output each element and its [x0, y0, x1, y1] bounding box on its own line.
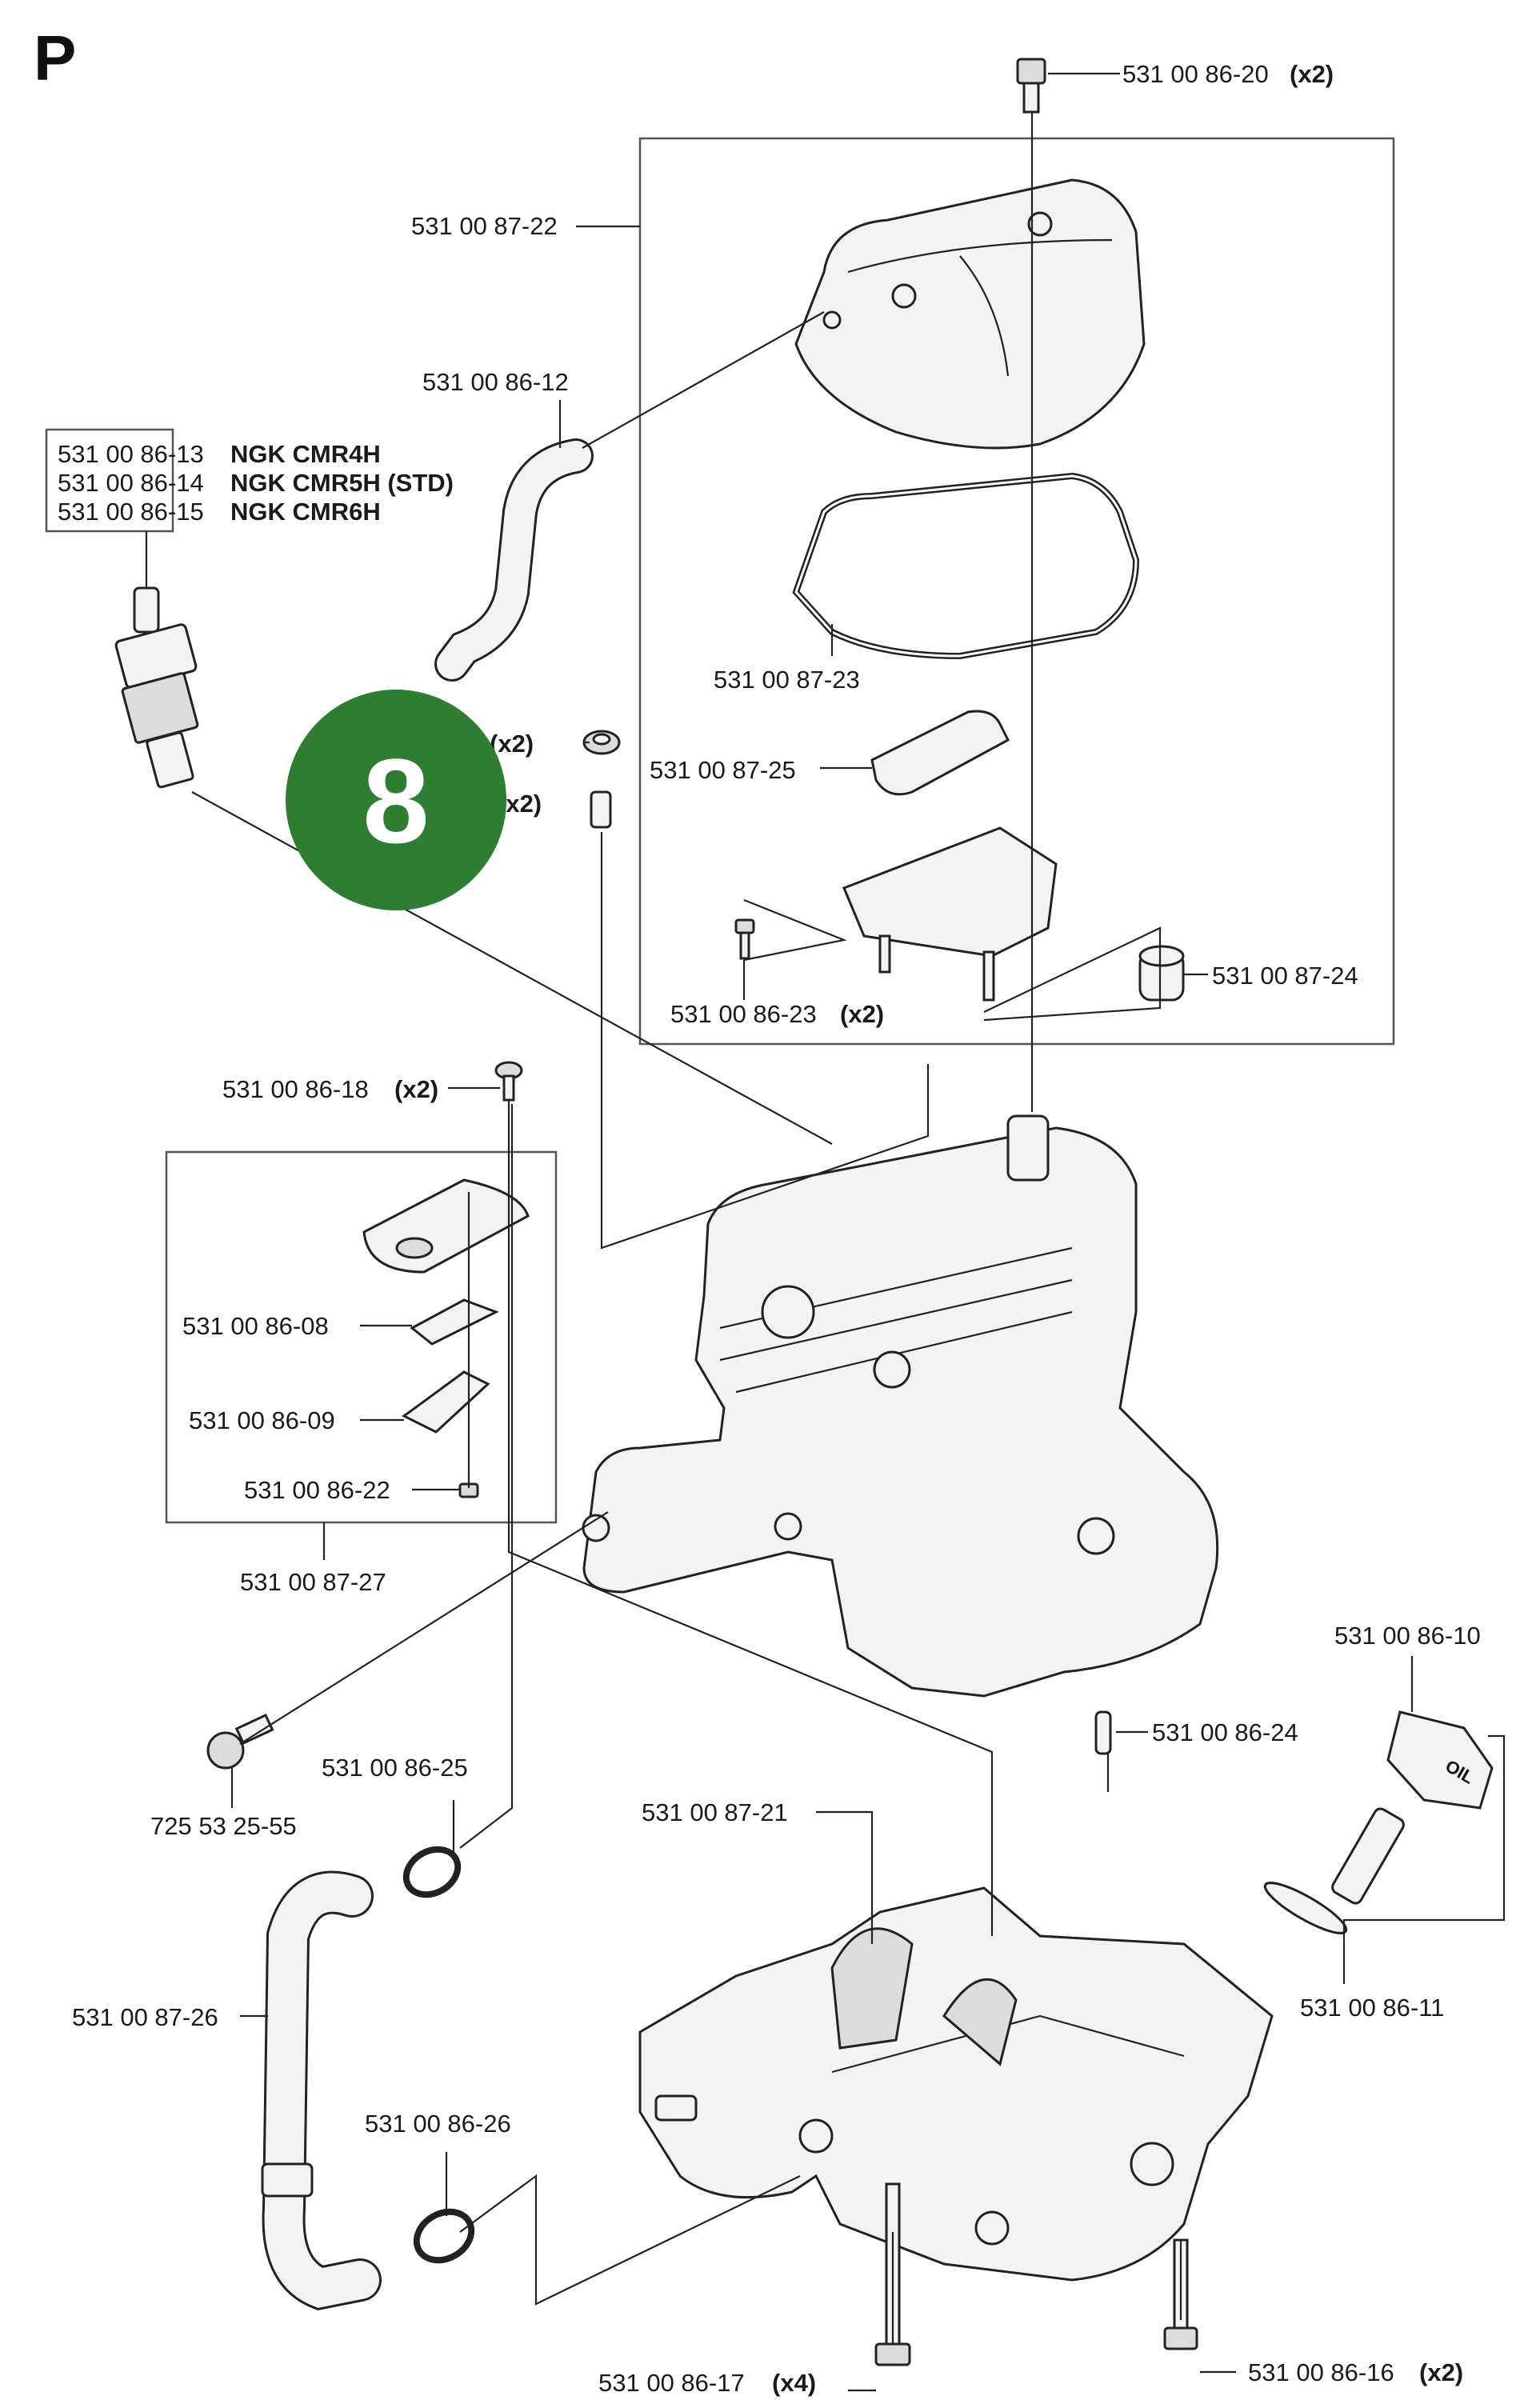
label-bottom-screw-2-qty: (x2)	[1419, 2358, 1463, 2386]
valve-plate-2-part	[402, 1298, 499, 1434]
label-oil-cap: 531 00 86-10	[1334, 1622, 1481, 1650]
spark-plug-part	[114, 586, 199, 789]
page-badge: 8	[286, 690, 506, 910]
oil-cap-part: OIL	[1331, 1710, 1494, 1905]
label-spark-plug-1-type: NGK CMR4H	[230, 440, 381, 468]
label-filter: 531 00 87-25	[650, 756, 796, 784]
label-hose-small: 531 00 86-12	[422, 368, 569, 396]
valve-plate-part	[362, 1178, 530, 1274]
spark-plug-label-box	[45, 428, 174, 533]
label-screw-left-qty: (x2)	[394, 1075, 438, 1103]
oil-seal-part	[1263, 1882, 1348, 1934]
bracket-part	[842, 826, 1058, 1002]
label-screw-left: 531 00 86-18	[222, 1075, 369, 1103]
label-valve-cover: 531 00 87-22	[411, 212, 558, 240]
bracket-screw-part	[734, 918, 755, 960]
label-valve-plate: 531 00 86-08	[182, 1312, 329, 1340]
label-screw-top-qty: (x2)	[1290, 60, 1334, 88]
hose-small-part	[434, 438, 594, 682]
label-clamp-top: 531 00 86-25	[322, 1754, 468, 1782]
section-letter: P	[34, 22, 76, 94]
crankcase-part	[638, 1886, 1274, 2282]
leader-lines	[145, 72, 1506, 2392]
label-bracket-screw: 531 00 86-23	[670, 1000, 817, 1028]
badge-circle	[286, 690, 506, 910]
label-screw-top: 531 00 86-20	[1122, 60, 1269, 88]
stud-part	[590, 790, 612, 829]
bolt-part	[206, 1714, 274, 1770]
pin-part	[1094, 1710, 1112, 1755]
valve-cover-part	[794, 178, 1146, 450]
label-spark-plug-3: 531 00 86-15	[58, 498, 204, 526]
filter-part	[870, 710, 1010, 796]
label-gasket: 531 00 87-23	[714, 666, 860, 694]
screw-left-part	[494, 1061, 523, 1102]
screw-top-part	[1016, 58, 1046, 114]
label-bottom-screw-qty: (x4)	[772, 2369, 816, 2397]
label-bushing: 531 00 87-24	[1212, 962, 1358, 990]
label-bracket-screw-qty: (x2)	[840, 1000, 884, 1028]
clamp-top-part	[402, 1846, 462, 1898]
label-spark-plug-2-type: NGK CMR5H (STD)	[230, 469, 454, 497]
badge-number: 8	[362, 734, 429, 868]
bushing-part	[1138, 945, 1185, 1002]
label-valve-plate-2: 531 00 86-09	[189, 1406, 335, 1434]
label-pin: 531 00 86-24	[1152, 1718, 1298, 1746]
label-bottom-screw: 531 00 86-17	[598, 2369, 745, 2397]
gasket-part	[792, 472, 1140, 660]
label-clamp-bottom: 531 00 86-26	[365, 2110, 511, 2138]
valve-kit-box	[165, 1150, 558, 1524]
cylinder-part	[582, 1114, 1219, 1698]
label-spark-plug-1: 531 00 86-13	[58, 440, 204, 468]
label-valve-kit: 531 00 87-27	[240, 1568, 386, 1596]
label-bolt: 725 53 25-55	[150, 1812, 297, 1840]
label-spark-plug-3-type: NGK CMR6H	[230, 498, 381, 526]
label-small-screw: 531 00 86-22	[244, 1476, 390, 1504]
label-cylinder: 531 00 87-21	[642, 1798, 788, 1826]
label-hose-large: 531 00 87-26	[72, 2003, 218, 2031]
valve-cover-kit-box	[638, 137, 1395, 1046]
hose-large-part	[261, 1870, 382, 2311]
clamp-bottom-part	[413, 2208, 475, 2264]
label-oil-seal: 531 00 86-11	[1300, 1994, 1444, 2022]
label-nut-qty: (x2)	[490, 730, 534, 758]
label-bottom-screw-2: 531 00 86-16	[1248, 2358, 1394, 2386]
label-spark-plug-2: 531 00 86-14	[58, 469, 204, 497]
